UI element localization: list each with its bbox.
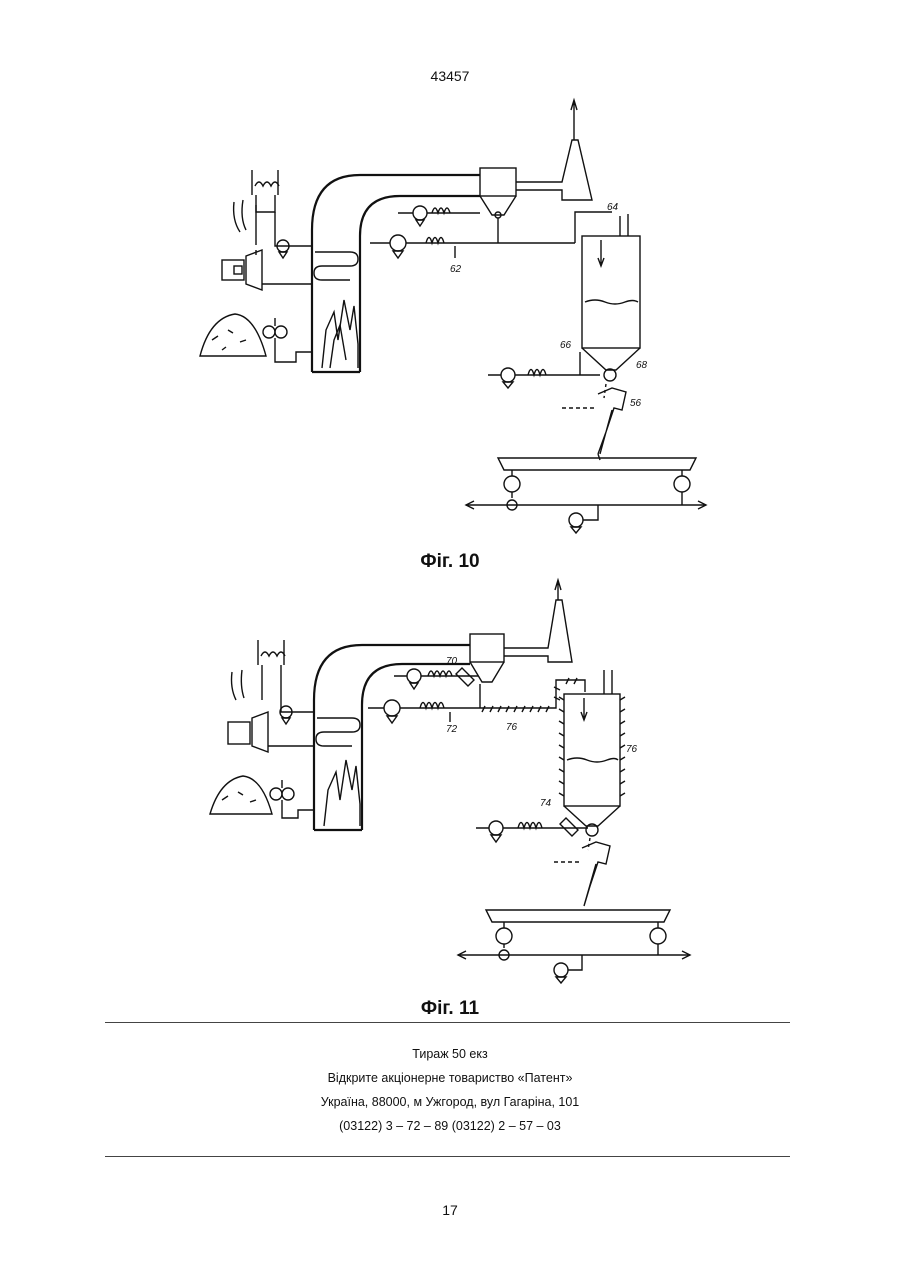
imprint-circulation: Тираж 50 екз [0,1042,900,1066]
figure-11-caption: Фіг. 11 [0,998,900,1020]
divider-bottom [105,1156,790,1157]
figure-11-diagram: 70 72 76 76 [0,0,900,1000]
imprint-block: Тираж 50 екз Відкрите акціонерне товарис… [0,1042,900,1138]
imprint-publisher: Відкрите акціонерне товариство «Патент» [0,1066,900,1090]
page-number: 17 [0,1202,900,1218]
label-76a: 76 [506,722,518,733]
label-72: 72 [446,724,458,735]
divider-top [105,1022,790,1023]
imprint-phones: (03122) 3 – 72 – 89 (03122) 2 – 57 – 03 [0,1114,900,1138]
label-76b: 76 [626,744,638,755]
label-74: 74 [540,798,552,809]
label-70: 70 [446,656,458,667]
imprint-address: Україна, 88000, м Ужгород, вул Гагаріна,… [0,1090,900,1114]
